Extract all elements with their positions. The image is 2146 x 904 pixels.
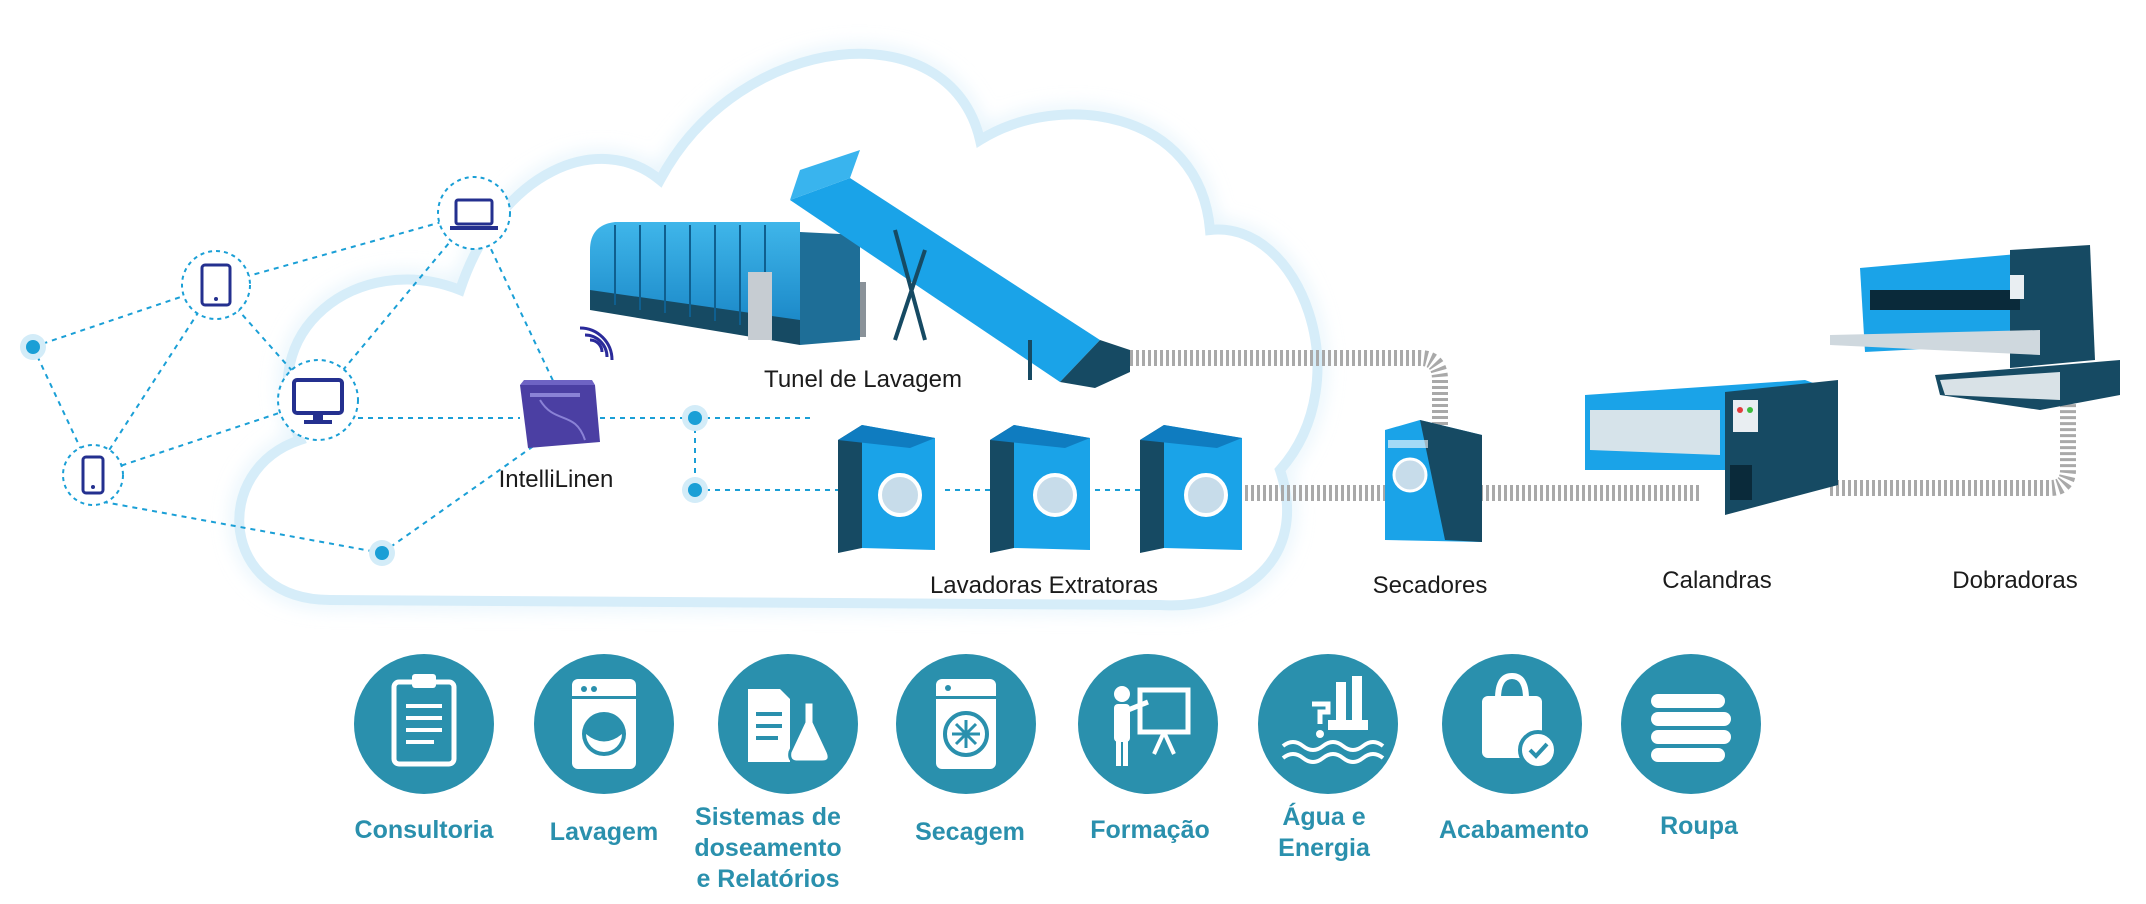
tablet-icon <box>181 250 251 320</box>
service-formacao[interactable] <box>1078 654 1218 794</box>
label-intellilinen: IntelliLinen <box>498 466 614 493</box>
phone-icon <box>62 444 124 506</box>
chemistry-report-icon <box>748 689 831 764</box>
folded-linen-icon <box>1651 694 1731 762</box>
service-label-sistemas[interactable]: Sistemas de doseamento e Relatórios <box>694 803 842 893</box>
washer-extractor-2 <box>990 425 1090 553</box>
presentation-icon <box>1114 686 1191 766</box>
washer-extractor-3 <box>1140 425 1242 553</box>
washing-machine-icon <box>572 679 636 769</box>
ironer-machine <box>1585 380 1838 515</box>
bag-check-icon <box>1482 672 1558 770</box>
washer-extractor-1 <box>838 425 935 553</box>
label-washer-extractors: Lavadoras Extratoras <box>929 572 1159 599</box>
label-ironers: Calandras <box>1662 567 1772 594</box>
service-label-acabamento[interactable]: Acabamento <box>1438 816 1590 844</box>
service-consultoria[interactable] <box>354 654 494 794</box>
label-dryers: Secadores <box>1372 572 1488 599</box>
service-roupa[interactable] <box>1621 654 1761 794</box>
network-nodes <box>20 334 708 566</box>
service-label-consultoria[interactable]: Consultoria <box>354 816 494 844</box>
dryer-machine <box>1385 420 1482 542</box>
tunnel-washer <box>590 150 1130 388</box>
service-acabamento[interactable] <box>1442 654 1582 794</box>
factory-water-icon <box>1281 676 1385 764</box>
monitor-icon <box>277 359 359 441</box>
service-lavagem[interactable] <box>534 654 674 794</box>
conveyor-belts <box>1130 350 2076 501</box>
intellilinen-device <box>520 326 614 448</box>
label-folders: Dobradoras <box>1952 567 2078 594</box>
service-label-roupa[interactable]: Roupa <box>1660 812 1738 840</box>
service-label-secagem[interactable]: Secagem <box>915 818 1025 846</box>
service-sistemas[interactable] <box>718 654 858 794</box>
service-agua-energia[interactable] <box>1258 654 1398 794</box>
label-tunnel-washer: Tunel de Lavagem <box>764 366 962 393</box>
clipboard-icon <box>391 674 457 767</box>
service-label-formacao[interactable]: Formação <box>1090 816 1210 844</box>
dryer-icon <box>936 679 996 769</box>
service-secagem[interactable] <box>896 654 1036 794</box>
service-label-lavagem[interactable]: Lavagem <box>549 818 659 846</box>
folder-machine <box>1830 245 2120 410</box>
service-label-agua-energia[interactable]: Água e Energia <box>1278 803 1370 862</box>
laptop-icon <box>437 176 511 250</box>
